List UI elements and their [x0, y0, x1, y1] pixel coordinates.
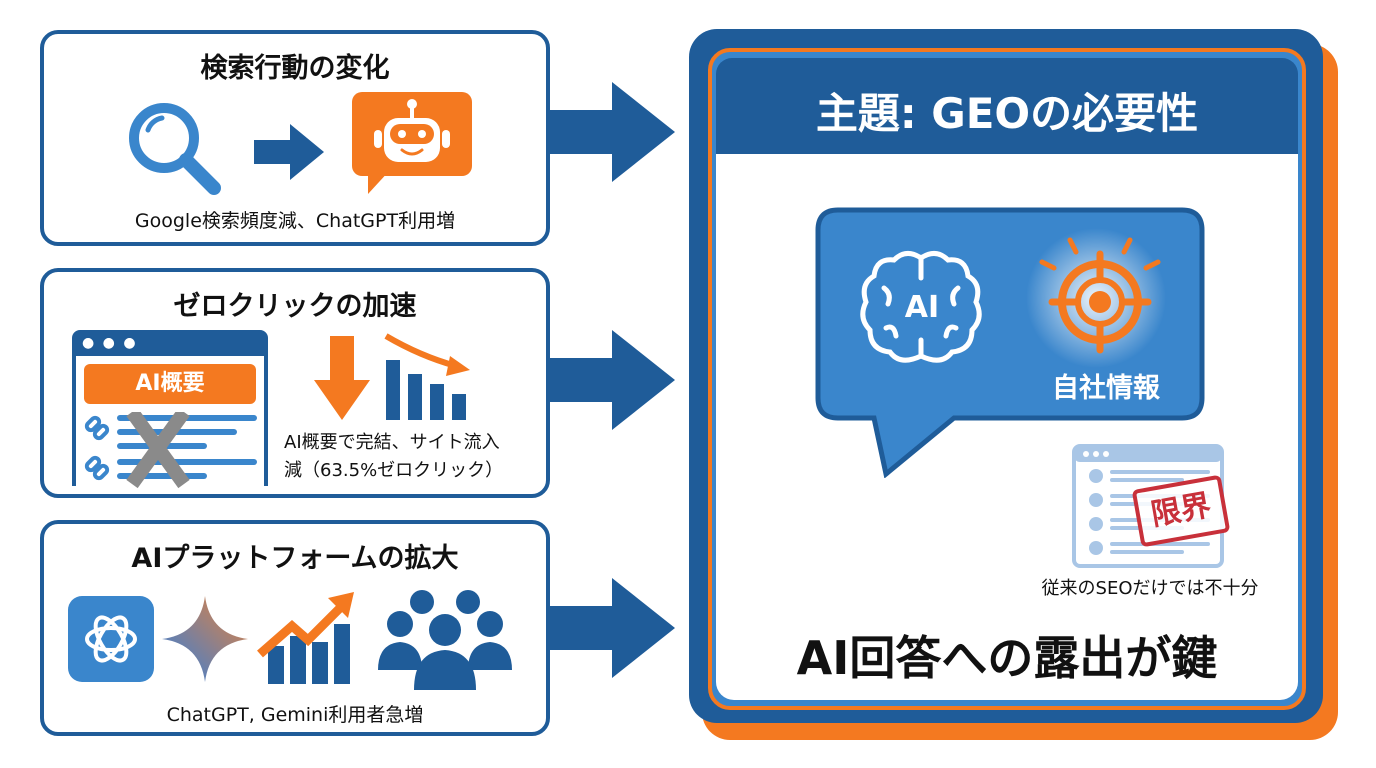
seo-caption: 従来のSEOだけでは不十分 — [1041, 578, 1259, 599]
panel-caption: Google検索頻度減、ChatGPT利用増 — [134, 210, 456, 232]
cross-icon — [126, 412, 190, 489]
panel-caption-line1: AI概要で完結、サイト流入 — [284, 432, 500, 453]
panel-zero-click: ゼロクリックの加速 ● ● ● AI概要 — [40, 268, 550, 498]
chatgpt-logo-icon — [68, 596, 154, 682]
panel-title: AIプラットフォームの拡大 — [131, 543, 459, 574]
down-arrow-icon — [314, 336, 370, 420]
link-list — [84, 412, 257, 489]
users-group-icon — [378, 590, 512, 690]
arrow-right-icon — [254, 124, 324, 180]
brain-label: AI — [904, 290, 940, 325]
declining-bar-chart-icon — [384, 333, 470, 420]
browser-window-icon: ● ● ● AI概要 — [72, 330, 268, 489]
flow-arrow-icon — [550, 578, 675, 678]
target-label: 自社情報 — [1052, 373, 1160, 404]
window-dots: ● ● ● — [82, 335, 138, 351]
panel-ai-platforms: AIプラットフォームの拡大 — [40, 520, 550, 736]
robot-chat-icon — [352, 92, 472, 194]
panel-title: 検索行動の変化 — [200, 53, 390, 84]
ai-overview-badge: AI概要 — [84, 364, 256, 404]
link-icon — [84, 415, 110, 481]
panel-search-behavior: 検索行動の変化 Google検索頻度減、ChatGPT利用増 — [40, 30, 550, 246]
gemini-sparkle-icon — [162, 596, 248, 682]
search-icon — [129, 103, 221, 195]
panel-title: ゼロクリックの加速 — [173, 291, 417, 322]
card-header — [716, 58, 1298, 156]
flow-arrow-icon — [550, 330, 675, 430]
panel-caption-line2: 減（63.5%ゼロクリック） — [284, 460, 504, 481]
flow-arrow-icon — [550, 82, 675, 182]
growth-chart-icon — [257, 592, 354, 684]
brain-ai-icon — [860, 251, 982, 363]
panel-caption: ChatGPT, Gemini利用者急増 — [166, 704, 424, 726]
bottom-message: AI回答への露出が鍵 — [796, 631, 1218, 685]
main-title: 主題: GEOの必要性 — [815, 89, 1199, 138]
target-icon — [1039, 237, 1161, 354]
